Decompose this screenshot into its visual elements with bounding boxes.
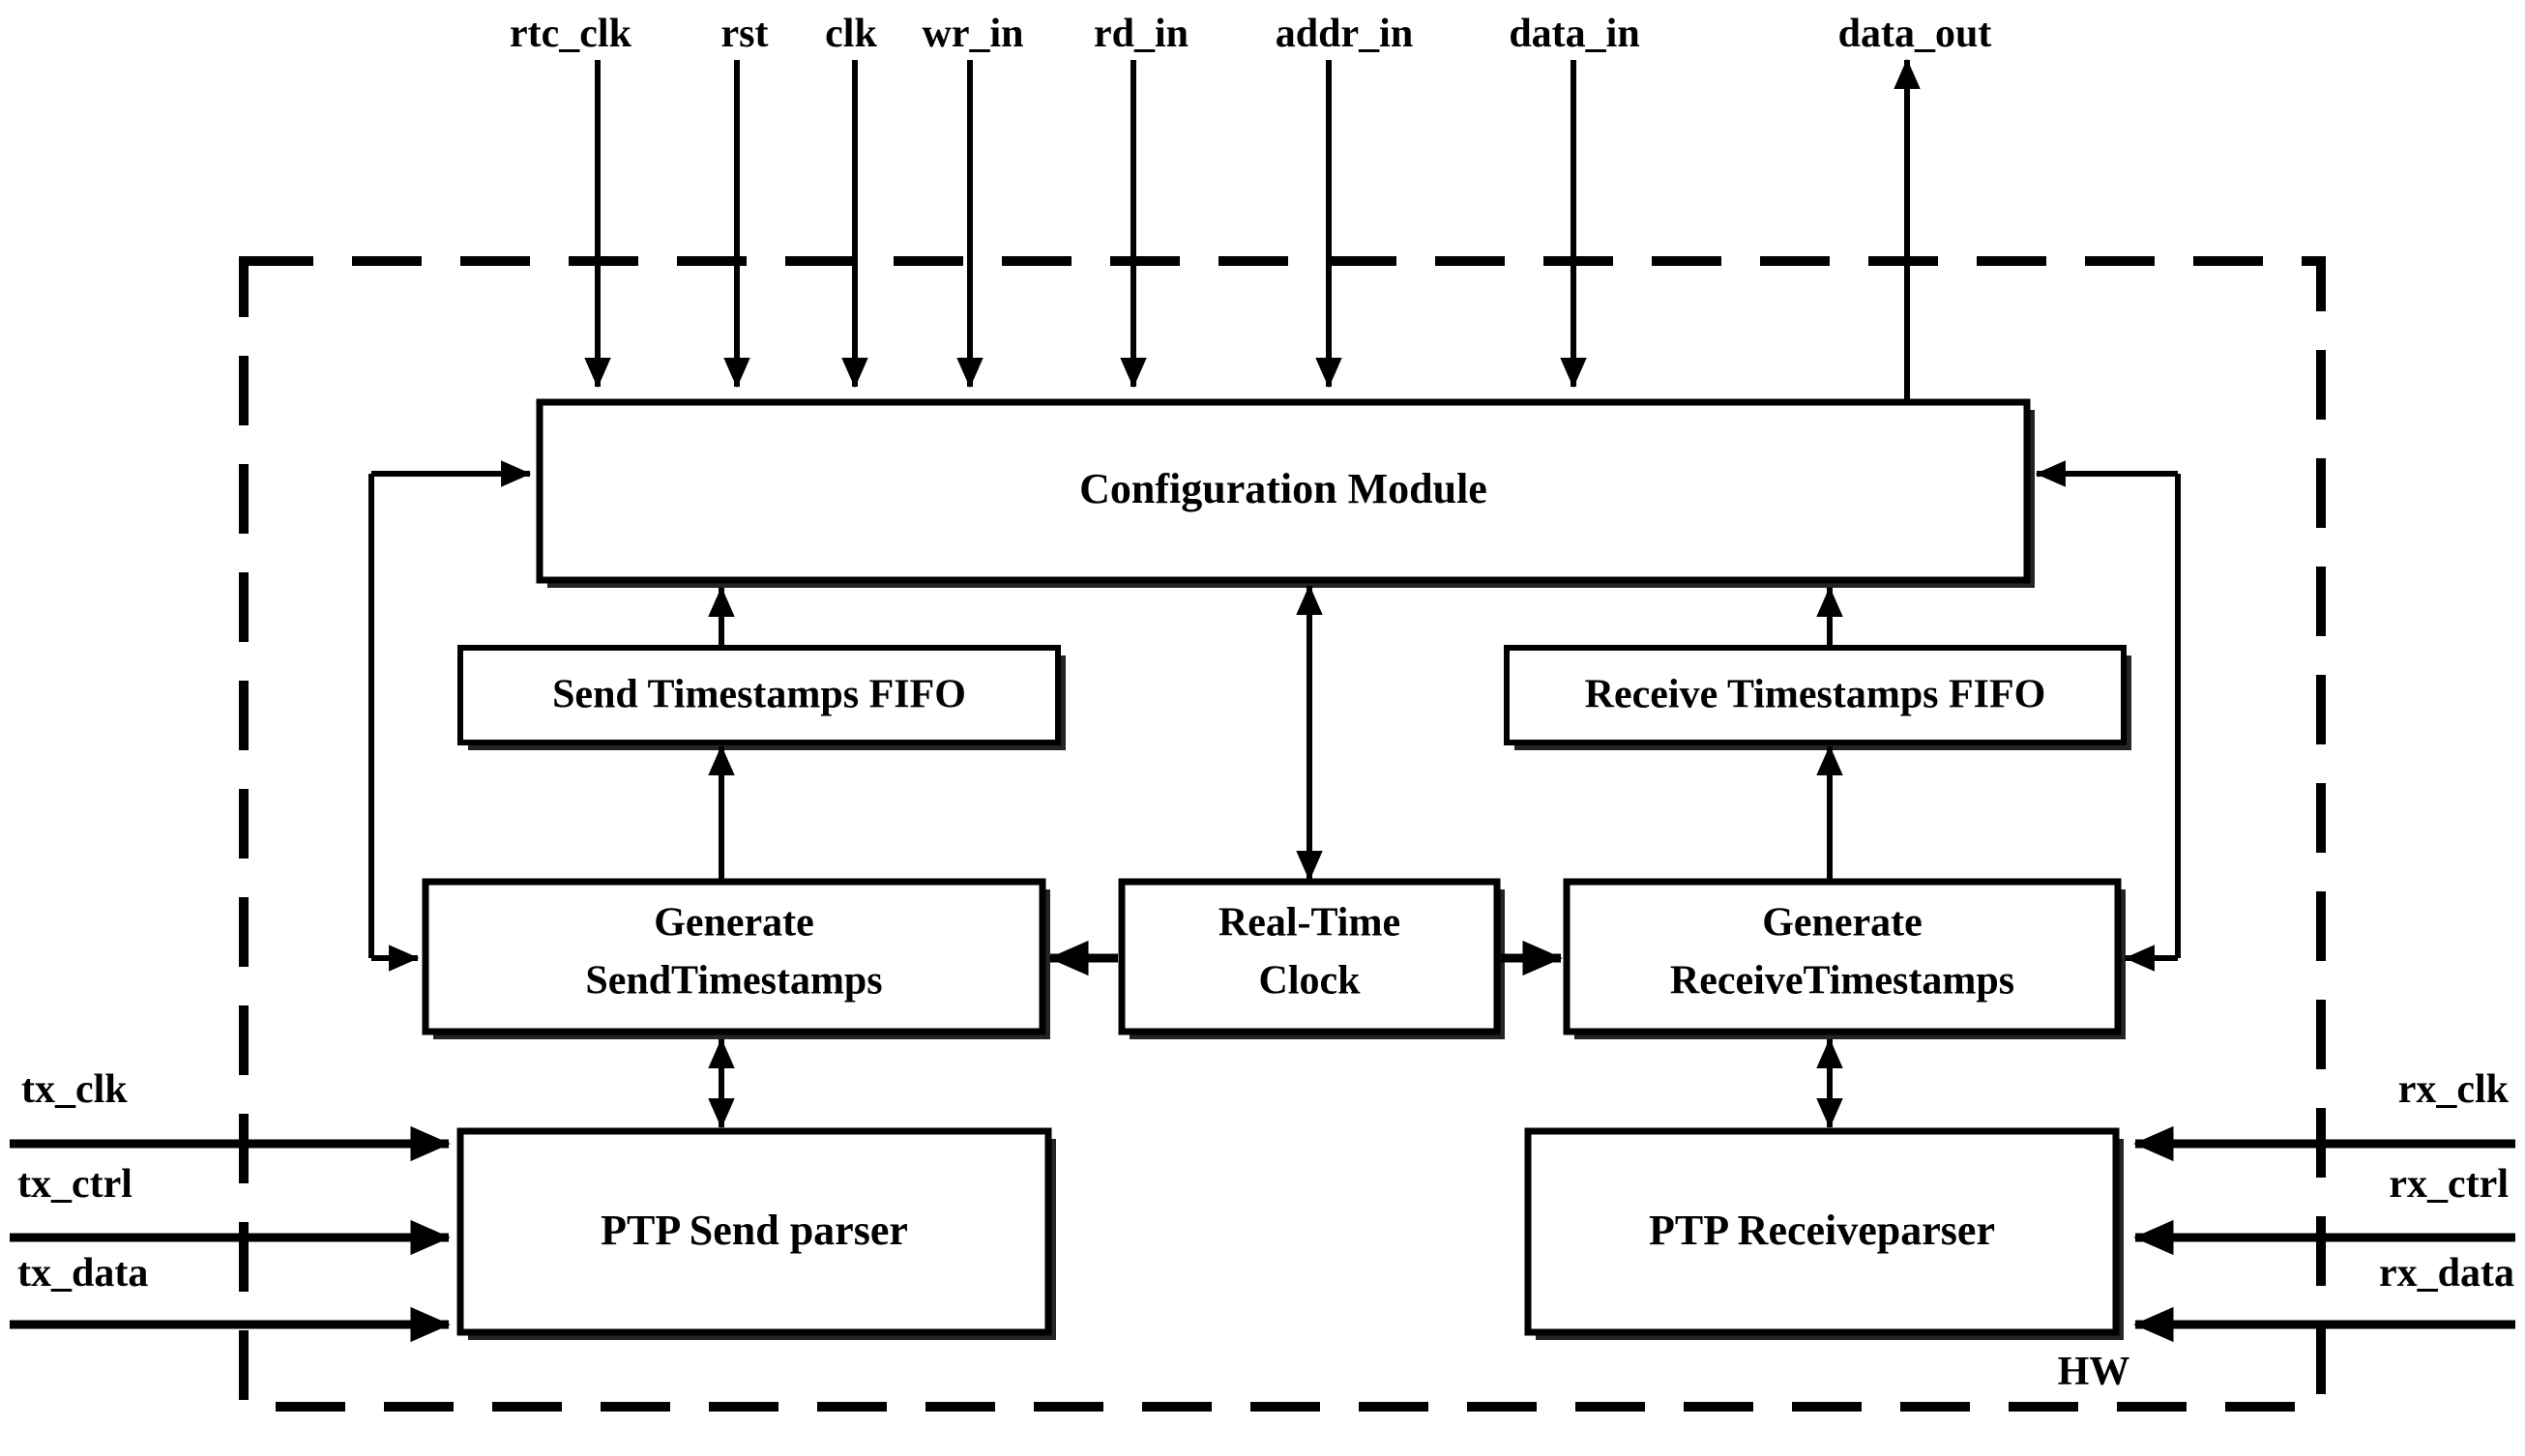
left-signal-labels: tx_clk tx_ctrl tx_data <box>17 1067 148 1296</box>
signal-label-wr-in: wr_in <box>923 12 1024 56</box>
block-label-configuration-module: Configuration Module <box>1079 465 1487 512</box>
block-real-time-clock[interactable]: Real-Time Clock <box>1118 878 1505 1039</box>
block-label-ptp-receive-parser: PTP Receiveparser <box>1649 1207 1995 1254</box>
signal-label-tx-data: tx_data <box>17 1251 148 1296</box>
hw-boundary-dashed-border <box>239 256 2326 1412</box>
top-signal-wires <box>584 58 1921 404</box>
block-label-generate-receive-timestamps-line1: Generate <box>1762 901 1923 946</box>
block-label-real-time-clock-line1: Real-Time <box>1218 901 1400 946</box>
right-signal-labels: rx_clk rx_ctrl rx_data <box>2379 1067 2514 1296</box>
top-signal-labels: rtc_clk rst clk wr_in rd_in addr_in data… <box>510 12 1991 56</box>
wire-right-feedback-bracket <box>2035 460 2181 972</box>
block-label-send-timestamps-fifo: Send Timestamps FIFO <box>552 673 966 717</box>
signal-label-rst: rst <box>721 12 769 56</box>
signal-label-tx-clk: tx_clk <box>21 1067 128 1112</box>
block-generate-send-timestamps[interactable]: Generate SendTimestamps <box>422 878 1050 1039</box>
block-generate-receive-timestamps[interactable]: Generate ReceiveTimestamps <box>1563 878 2126 1039</box>
block-label-generate-receive-timestamps-line2: ReceiveTimestamps <box>1670 959 2014 1004</box>
wire-left-feedback-bracket <box>368 460 532 972</box>
left-signal-wires <box>10 1125 451 1343</box>
block-send-timestamps-fifo[interactable]: Send Timestamps FIFO <box>457 645 1066 750</box>
signal-label-rx-data: rx_data <box>2379 1251 2514 1296</box>
block-ptp-send-parser[interactable]: PTP Send parser <box>456 1127 1056 1340</box>
label-hw: HW <box>2058 1350 2130 1394</box>
block-label-generate-send-timestamps-line1: Generate <box>654 901 814 946</box>
signal-label-rx-clk: rx_clk <box>2398 1067 2510 1112</box>
block-label-ptp-send-parser: PTP Send parser <box>601 1207 908 1254</box>
signal-label-addr-in: addr_in <box>1276 12 1413 56</box>
block-label-generate-send-timestamps-line2: SendTimestamps <box>585 959 882 1004</box>
signal-label-rtc-clk: rtc_clk <box>510 12 632 56</box>
block-label-receive-timestamps-fifo: Receive Timestamps FIFO <box>1585 673 2046 717</box>
signal-label-clk: clk <box>825 12 877 56</box>
block-receive-timestamps-fifo[interactable]: Receive Timestamps FIFO <box>1504 645 2131 750</box>
signal-label-data-out: data_out <box>1838 12 1992 56</box>
signal-label-tx-ctrl: tx_ctrl <box>17 1162 132 1207</box>
block-configuration-module[interactable]: Configuration Module <box>536 398 2035 588</box>
block-label-real-time-clock-line2: Clock <box>1259 959 1362 1004</box>
block-ptp-receive-parser[interactable]: PTP Receiveparser <box>1524 1127 2124 1340</box>
hw-boundary-label: HW <box>2058 1350 2130 1394</box>
signal-label-rd-in: rd_in <box>1094 12 1189 56</box>
right-signal-wires <box>2133 1125 2515 1343</box>
signal-label-rx-ctrl: rx_ctrl <box>2389 1162 2509 1207</box>
signal-label-data-in: data_in <box>1509 12 1639 56</box>
